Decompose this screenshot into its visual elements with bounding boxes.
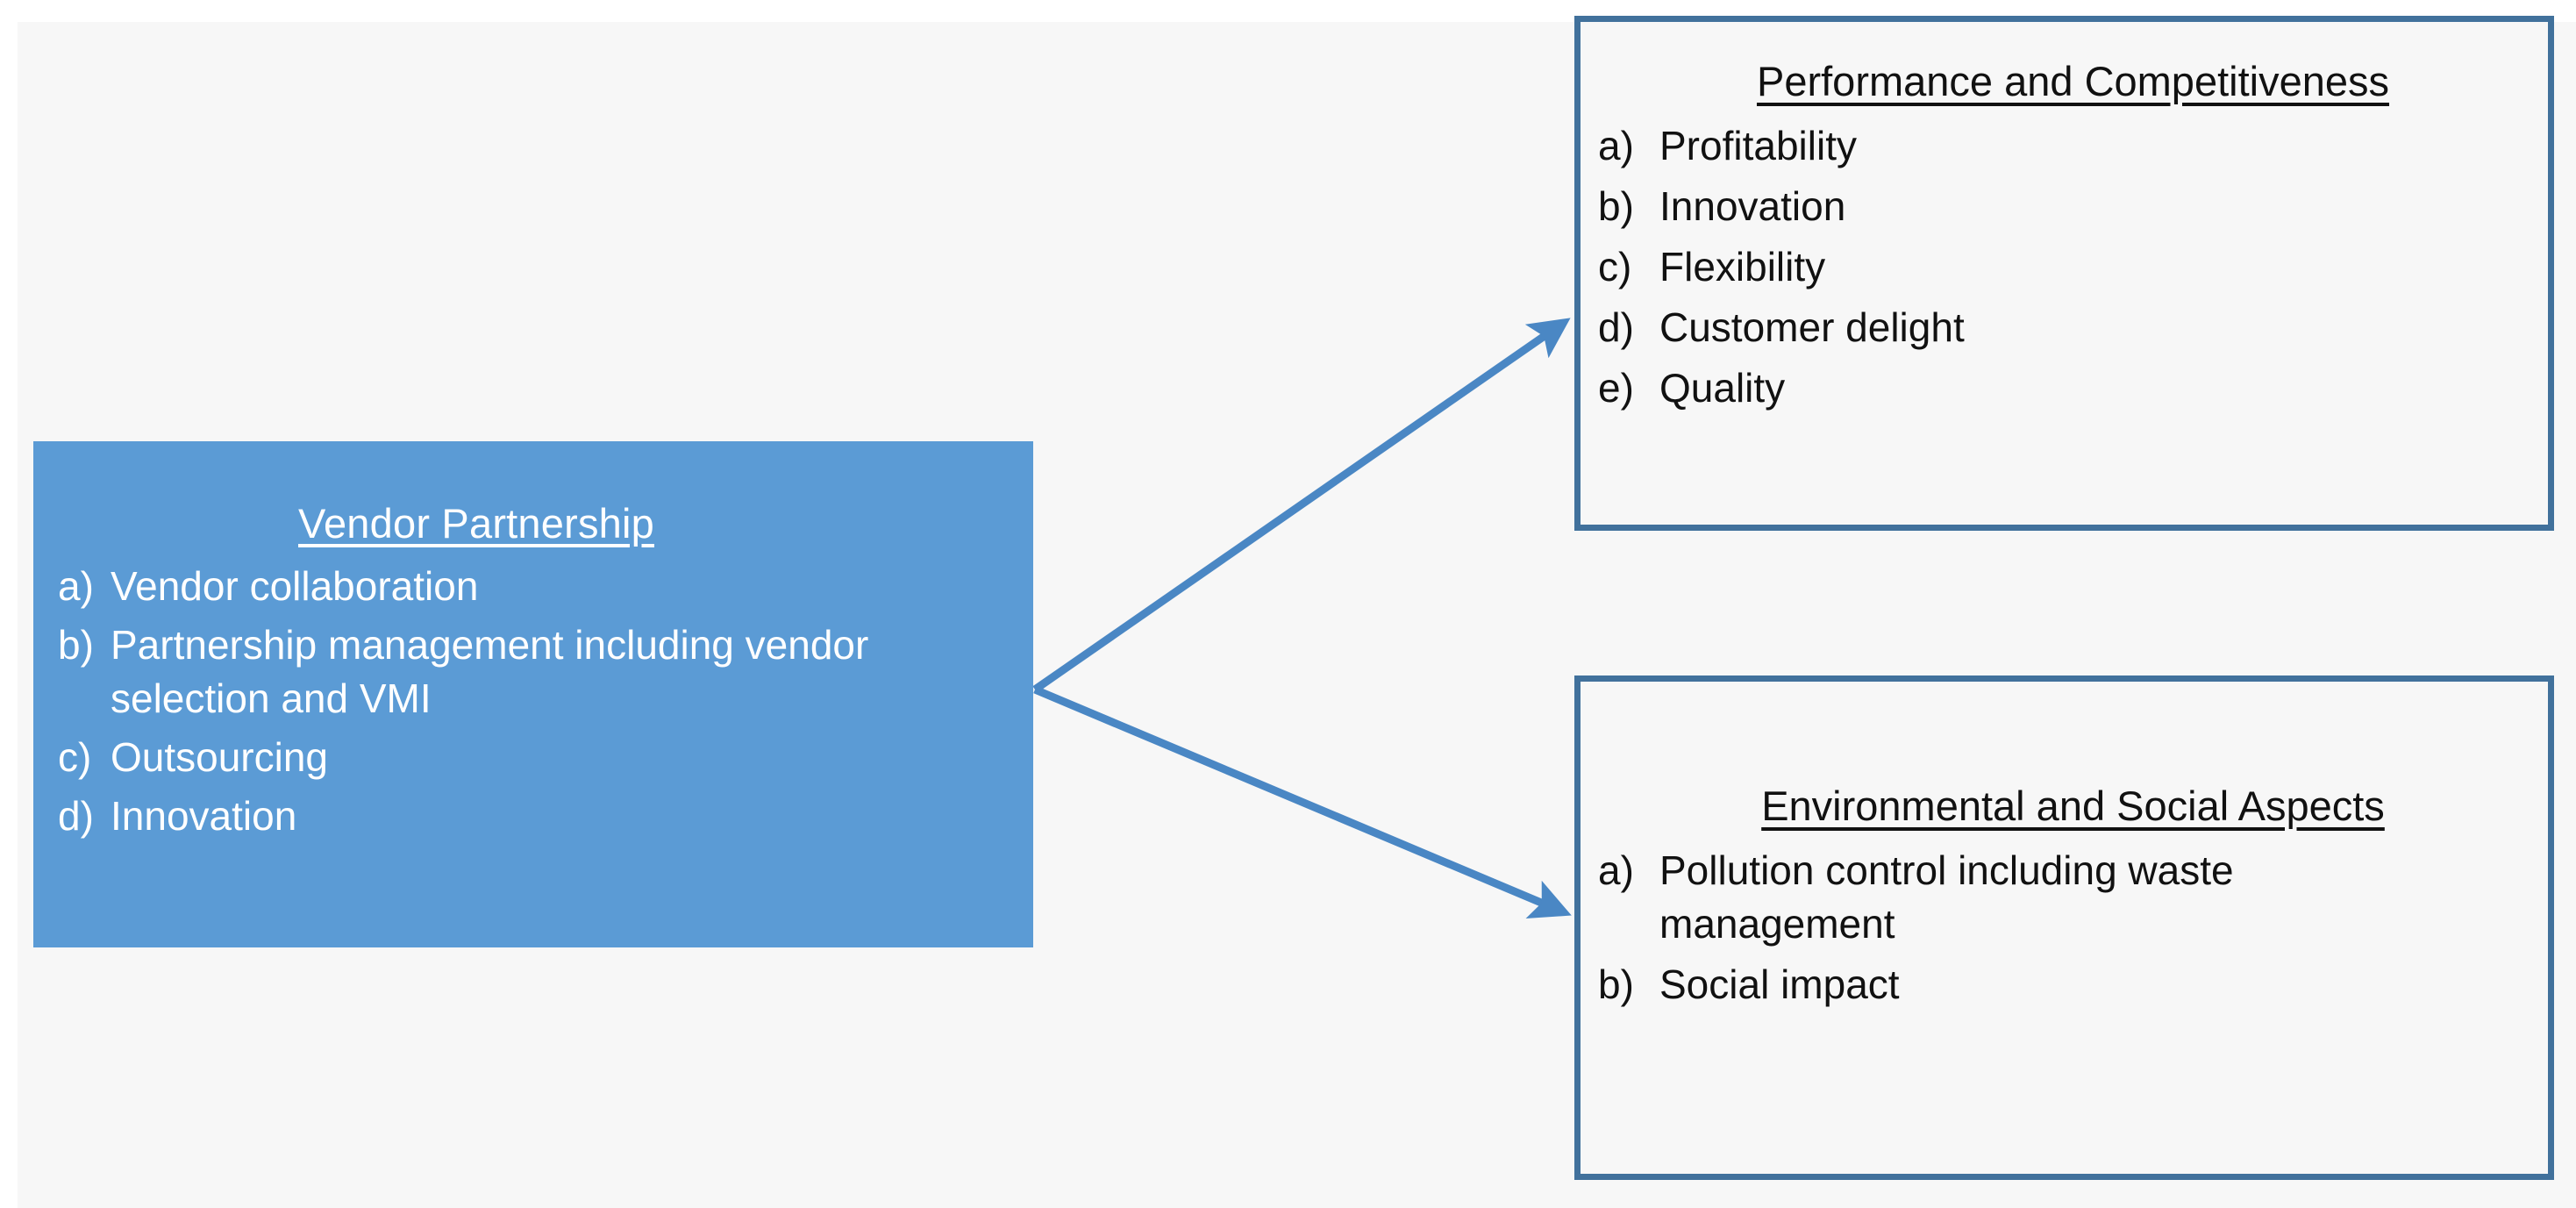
- list-item-label: Innovation: [111, 793, 297, 840]
- list-item-marker: c): [1598, 243, 1632, 289]
- list-item: b) Partnership management including vend…: [33, 618, 998, 726]
- list-item-marker: d): [1598, 304, 1634, 351]
- list-item: a) Profitability: [1581, 119, 2548, 173]
- source-node-item-list: a) Vendor collaboration b) Partnership m…: [33, 560, 1033, 844]
- list-item-marker: b): [1598, 961, 1634, 1007]
- list-item: b) Social impact: [1581, 958, 2548, 1011]
- target-node-performance-and-competitiveness: Performance and Competitiveness a) Profi…: [1574, 16, 2554, 531]
- list-item-marker: d): [58, 793, 94, 840]
- list-item-marker: b): [58, 621, 94, 668]
- list-item: c) Flexibility: [1581, 240, 2548, 294]
- list-item: d) Innovation: [33, 790, 998, 843]
- arrow-to-environment: [1033, 685, 1572, 919]
- list-item-label: Profitability: [1659, 122, 1857, 168]
- target-node-environmental-and-social-aspects: Environmental and Social Aspects a) Poll…: [1574, 675, 2554, 1180]
- list-item-marker: e): [1598, 365, 1634, 411]
- list-item: e) Quality: [1581, 361, 2548, 415]
- list-item-label: Social impact: [1659, 961, 1900, 1007]
- arrow-to-performance: [1032, 318, 1571, 693]
- list-item: c) Outsourcing: [33, 731, 998, 784]
- list-item-label: Vendor collaboration: [111, 562, 479, 609]
- target-node-item-list: a) Profitability b) Innovation c) Flexib…: [1581, 119, 2548, 416]
- list-item-label: Pollution control including waste manage…: [1659, 847, 2234, 947]
- list-item: a) Vendor collaboration: [33, 560, 998, 613]
- list-item-marker: a): [1598, 847, 1634, 893]
- list-item: a) Pollution control including waste man…: [1581, 844, 2548, 951]
- list-item: b) Innovation: [1581, 180, 2548, 233]
- list-item-marker: b): [1598, 182, 1634, 229]
- list-item-label: Flexibility: [1659, 243, 1826, 289]
- source-node-vendor-partnership: Vendor Partnership a) Vendor collaborati…: [33, 441, 1033, 947]
- list-item-label: Customer delight: [1659, 304, 1965, 351]
- list-item-label: Quality: [1659, 365, 1786, 411]
- list-item-label: Innovation: [1659, 182, 1846, 229]
- list-item-marker: a): [1598, 122, 1634, 168]
- target-node-item-list: a) Pollution control including waste man…: [1581, 844, 2548, 1012]
- list-item-label: Outsourcing: [111, 734, 329, 781]
- target-node-title: Environmental and Social Aspects: [1761, 783, 2385, 829]
- source-node-title: Vendor Partnership: [298, 500, 654, 547]
- list-item-label: Partnership management including vendor …: [111, 621, 869, 721]
- list-item-marker: a): [58, 562, 94, 609]
- target-node-title: Performance and Competitiveness: [1756, 58, 2390, 104]
- list-item: d) Customer delight: [1581, 301, 2548, 354]
- list-item-marker: c): [58, 734, 92, 781]
